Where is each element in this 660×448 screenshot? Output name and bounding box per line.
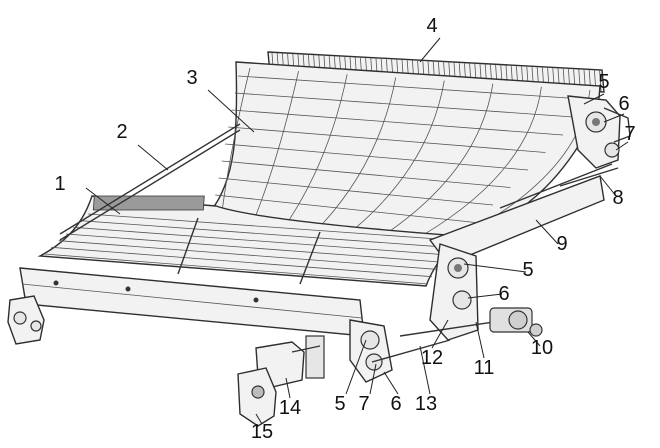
lower-front-mechanism — [349, 319, 451, 383]
leader-line-5 — [583, 93, 605, 105]
leader-line-13 — [475, 321, 485, 359]
callout-label-17: 6 — [390, 393, 401, 415]
support-bracket — [237, 335, 325, 427]
leader-line-8 — [599, 175, 617, 197]
leader-line-2 — [137, 144, 169, 171]
callout-label-12: 10 — [531, 337, 553, 359]
callout-label-13: 11 — [474, 357, 495, 379]
callout-label-9: 9 — [556, 233, 567, 255]
leader-line-16 — [369, 363, 377, 395]
callout-label-20: 15 — [251, 421, 273, 443]
callout-label-14: 12 — [421, 347, 443, 369]
callout-label-18: 13 — [415, 393, 437, 415]
leader-line-17 — [383, 371, 399, 395]
leader-line-10 — [463, 263, 527, 273]
leader-line-6 — [603, 113, 625, 123]
upper-right-mechanism — [567, 95, 631, 169]
callout-label-11: 6 — [498, 283, 509, 305]
leader-line-15 — [345, 339, 367, 395]
leader-line-18 — [419, 345, 431, 395]
callout-label-16: 7 — [358, 393, 369, 415]
leader-line-11 — [467, 293, 503, 299]
callout-label-3: 3 — [186, 67, 197, 89]
mid-right-mechanism — [399, 243, 543, 341]
callout-label-6: 6 — [618, 93, 629, 115]
leader-line-9 — [535, 219, 559, 245]
callout-label-19: 14 — [279, 397, 301, 419]
callout-label-2: 2 — [116, 121, 127, 143]
leader-line-3 — [207, 89, 255, 133]
callout-label-8: 8 — [612, 187, 623, 209]
leader-line-19 — [285, 377, 291, 399]
leader-line-20 — [255, 413, 263, 425]
leader-line-12 — [527, 331, 541, 347]
leader-line-14 — [431, 319, 449, 349]
callout-label-10: 5 — [522, 259, 533, 281]
callout-label-7: 7 — [624, 123, 635, 145]
side-support-rod — [59, 123, 241, 241]
leader-line-4 — [419, 37, 441, 63]
leader-line-1 — [85, 187, 121, 215]
callout-label-1: 1 — [54, 173, 65, 195]
callout-label-5: 5 — [598, 71, 609, 93]
left-end-bracket — [7, 295, 45, 345]
callout-label-4: 4 — [426, 15, 437, 37]
leader-line-7 — [615, 141, 629, 151]
leader-lines — [85, 37, 629, 425]
front-frame-beam — [19, 267, 365, 337]
callout-label-15: 5 — [334, 393, 345, 415]
